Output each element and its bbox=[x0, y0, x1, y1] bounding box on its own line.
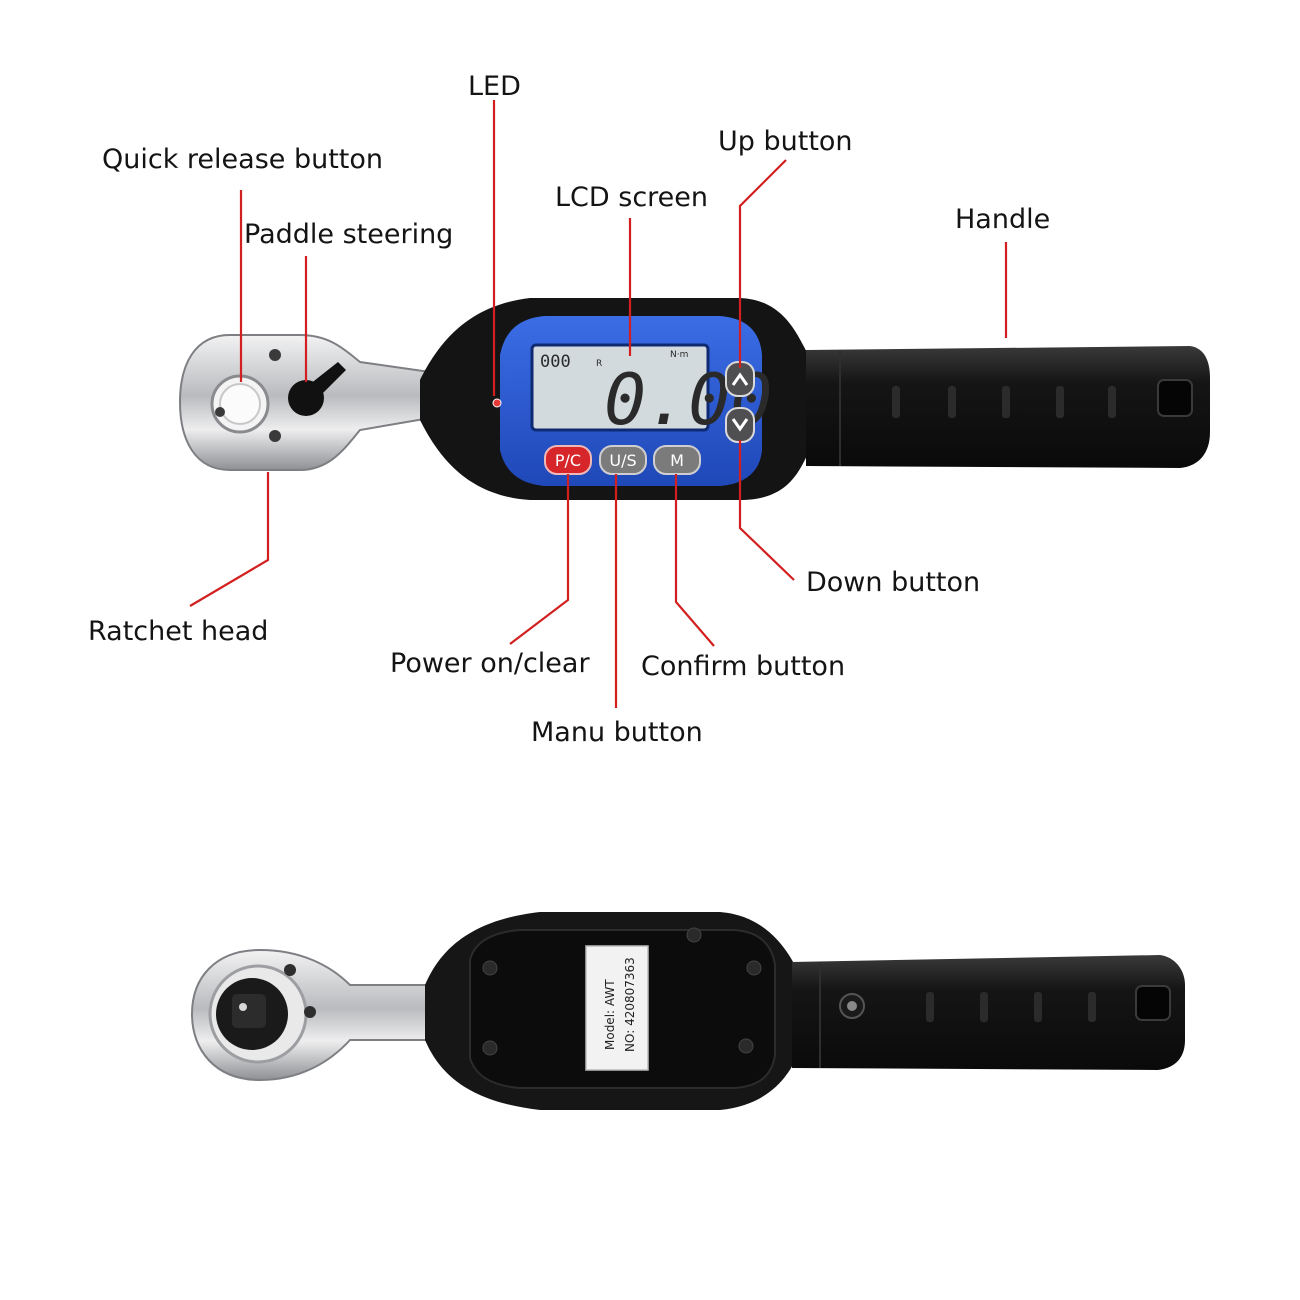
leader-lines bbox=[189, 100, 1008, 708]
back-handle bbox=[792, 955, 1185, 1070]
label-paddle: Paddle steering bbox=[244, 219, 453, 250]
power-clear-button-label: P/C bbox=[555, 451, 581, 470]
screw bbox=[269, 430, 281, 442]
label-down-button: Down button bbox=[806, 567, 980, 598]
detent-ball bbox=[239, 1003, 247, 1011]
down-button[interactable] bbox=[725, 407, 755, 443]
chevron-down-icon bbox=[731, 418, 749, 432]
label-menu: Manu button bbox=[531, 717, 703, 748]
label-power-clear: Power on/clear bbox=[390, 648, 590, 679]
handle-hang-hole bbox=[1135, 985, 1171, 1021]
handle-grip-rib bbox=[948, 386, 956, 418]
leader-power bbox=[509, 474, 570, 645]
leader-ratchet bbox=[189, 472, 270, 607]
label-quick-release: Quick release button bbox=[102, 144, 383, 175]
screw bbox=[746, 960, 762, 976]
lcd-screen bbox=[530, 343, 710, 432]
leader-down bbox=[738, 440, 795, 581]
lcd-small-readout: 000 bbox=[540, 352, 571, 372]
confirm-button-label: M bbox=[670, 451, 684, 470]
screw bbox=[284, 964, 296, 976]
screw bbox=[482, 960, 498, 976]
led-indicator bbox=[492, 398, 502, 408]
handle-grip-rib bbox=[892, 386, 900, 418]
menu-button-label: U/S bbox=[609, 451, 636, 470]
serial-number: NO: 420807363 bbox=[623, 957, 637, 1052]
handle-grip-rib bbox=[1034, 992, 1042, 1022]
confirm-button[interactable]: M bbox=[653, 445, 701, 475]
model-text: Model: AWT bbox=[603, 979, 617, 1050]
handle-grip-rib bbox=[1108, 386, 1116, 418]
label-led: LED bbox=[468, 71, 521, 102]
calibration-screw-head bbox=[847, 1001, 857, 1011]
quick-release-cap bbox=[219, 383, 261, 425]
handle-grip-rib bbox=[1088, 992, 1096, 1022]
front-wrench: 000 R N·m 0.00 P/C U/S M bbox=[178, 298, 1210, 500]
menu-button[interactable]: U/S bbox=[599, 445, 647, 475]
callout-labels: LED Quick release button Paddle steering… bbox=[88, 71, 1050, 748]
label-ratchet-head: Ratchet head bbox=[88, 616, 268, 647]
screw bbox=[215, 407, 225, 417]
handle-grip-rib bbox=[926, 992, 934, 1022]
handle-hang-hole bbox=[1157, 379, 1193, 417]
screw bbox=[686, 927, 702, 943]
lcd-unit: N·m bbox=[670, 350, 688, 360]
power-clear-button[interactable]: P/C bbox=[544, 445, 592, 475]
back-wrench: Model: AWT NO: 420807363 bbox=[190, 912, 1185, 1110]
lcd-r-indicator: R bbox=[596, 359, 602, 369]
screw bbox=[738, 1038, 754, 1054]
leader-up bbox=[738, 159, 787, 368]
screw bbox=[269, 349, 281, 361]
paddle-steering[interactable] bbox=[288, 362, 346, 416]
label-up-button: Up button bbox=[718, 126, 853, 157]
screw bbox=[482, 1040, 498, 1056]
handle-grip-rib bbox=[980, 992, 988, 1022]
square-drive-anvil bbox=[232, 994, 266, 1028]
leader-confirm bbox=[674, 474, 715, 647]
label-handle: Handle bbox=[955, 204, 1050, 235]
model-plate bbox=[585, 945, 649, 1071]
handle-grip-rib bbox=[1056, 386, 1064, 418]
label-lcd-screen: LCD screen bbox=[555, 182, 708, 213]
handle-grip-rib bbox=[1002, 386, 1010, 418]
label-confirm: Confirm button bbox=[641, 651, 845, 682]
screw bbox=[304, 1006, 316, 1018]
chevron-up-icon bbox=[731, 372, 749, 386]
